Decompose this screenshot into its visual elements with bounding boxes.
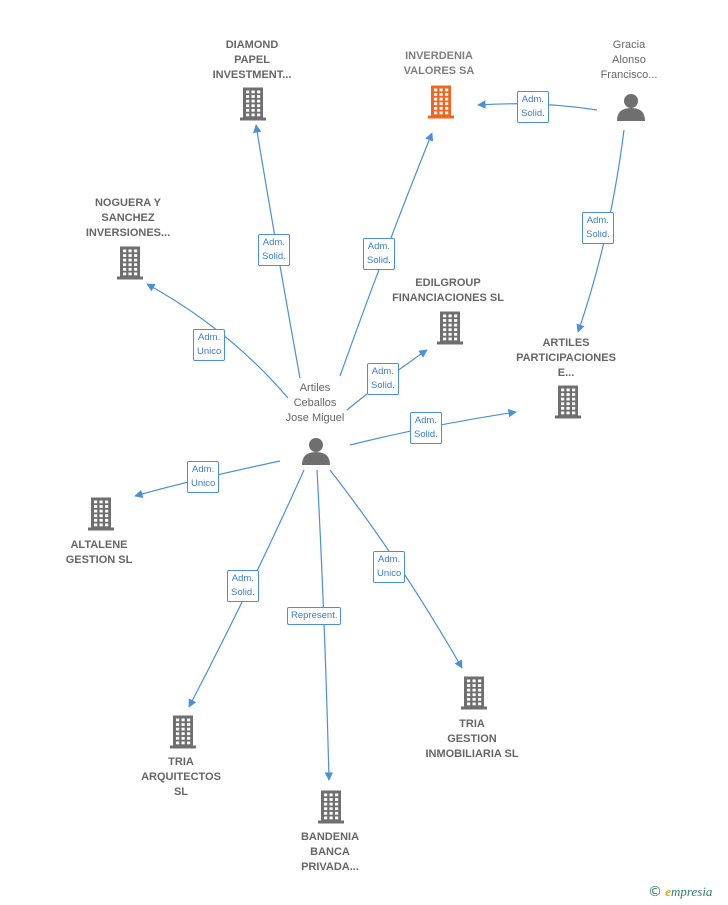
building-icon-altalene[interactable]	[88, 497, 114, 531]
edge-label-bandenia: Represent.	[287, 607, 342, 625]
node-label-edilgroup[interactable]: EDILGROUP FINANCIACIONES SL	[392, 277, 504, 304]
node-label-tria-gest[interactable]: TRIA GESTION INMOBILIARIA SL	[425, 718, 519, 760]
edge-label-diamond: Adm. Solid.	[258, 234, 290, 266]
node-label-gracia[interactable]: Gracia Alonso Francisco...	[600, 39, 658, 81]
person-icon-gracia[interactable]	[617, 94, 645, 121]
node-label-inverdenia[interactable]: INVERDENIA VALORES SA	[403, 50, 475, 77]
edge-label-altalene: Adm. Unico	[187, 461, 220, 493]
edge-label-gracia-part: Adm. Solid.	[582, 212, 614, 244]
building-icon-diamond[interactable]	[240, 87, 266, 121]
empresia-logo[interactable]: © empresia	[648, 884, 712, 900]
node-label-artiles-person[interactable]: Artiles Ceballos Jose Miguel	[285, 382, 345, 424]
edge-label-inverdenia: Adm. Solid.	[363, 238, 395, 270]
node-label-bandenia[interactable]: BANDENIA BANCA PRIVADA...	[300, 831, 360, 873]
edge-layer	[134, 100, 625, 781]
edge-bandenia	[316, 469, 334, 781]
edge-label-gracia-inv: Adm. Solid.	[517, 91, 549, 123]
building-icon-tria-arq[interactable]	[170, 715, 196, 749]
copyright-symbol: ©	[648, 884, 662, 900]
person-icon-artiles-person[interactable]	[302, 438, 330, 465]
node-label-diamond[interactable]: DIAMOND PAPEL INVESTMENT...	[212, 39, 292, 81]
brand-name: mpresia	[671, 884, 713, 899]
icon-layer	[88, 85, 645, 824]
building-icon-tria-gest[interactable]	[461, 676, 487, 710]
node-label-altalene[interactable]: ALTALENE GESTION SL	[65, 539, 133, 566]
building-icon-noguera[interactable]	[117, 246, 143, 280]
node-label-artiles-part[interactable]: ARTILES PARTICIPACIONES E...	[516, 337, 616, 379]
building-icon-inverdenia[interactable]	[428, 85, 454, 119]
node-label-noguera[interactable]: NOGUERA Y SANCHEZ INVERSIONES...	[85, 197, 171, 239]
edge-label-tria-arq: Adm. Solid.	[227, 570, 259, 602]
edge-label-edilgroup: Adm. Solid.	[367, 363, 399, 395]
building-icon-artiles-part[interactable]	[555, 385, 581, 419]
brand-initial: e	[665, 884, 672, 899]
node-label-tria-arq[interactable]: TRIA ARQUITECTOS SL	[141, 756, 221, 798]
building-icon-edilgroup[interactable]	[437, 311, 463, 345]
edge-label-tria-gest: Adm. Unico	[373, 551, 406, 583]
edge-label-noguera: Adm. Unico	[193, 329, 226, 361]
building-icon-bandenia[interactable]	[318, 790, 344, 824]
edge-label-artiles-part: Adm. Solid.	[410, 412, 442, 444]
